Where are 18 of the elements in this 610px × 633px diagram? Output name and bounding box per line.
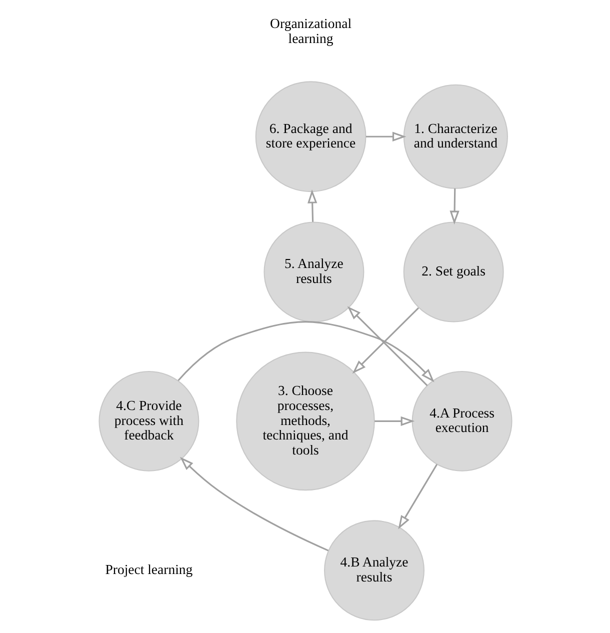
arrow xyxy=(179,456,328,552)
label: Project learning xyxy=(104,562,192,577)
node-circle: 2. Set goals xyxy=(402,222,504,322)
arrow xyxy=(398,464,438,530)
node-circle: 3. Choose processes, methods, techniques, and tools xyxy=(236,352,374,491)
arrow xyxy=(365,132,406,142)
node-circle: 6. Package and store experience xyxy=(254,81,366,192)
label: Organizational learning xyxy=(270,16,352,46)
node-circle: 4.B Analyze results xyxy=(324,520,424,621)
arrow xyxy=(374,416,414,426)
arrow xyxy=(449,188,459,224)
arrow xyxy=(177,321,434,382)
arrow xyxy=(346,306,428,386)
node-circle: 5. Analyze results xyxy=(263,222,364,322)
node-circle: 1. Characterize and understand xyxy=(402,84,508,189)
arrow xyxy=(352,307,419,374)
arrow xyxy=(307,189,317,222)
node-circle: 4.A Process execution xyxy=(411,370,512,472)
